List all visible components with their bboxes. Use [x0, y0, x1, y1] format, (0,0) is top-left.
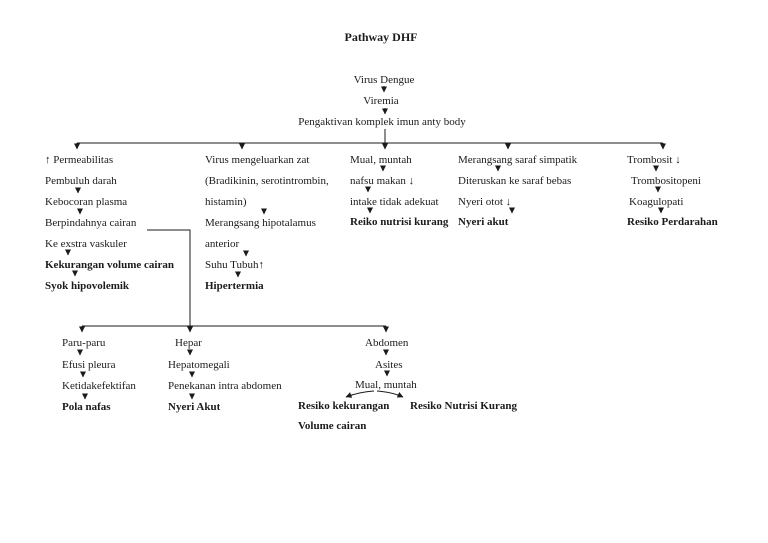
node-nyeri-otot: Nyeri otot ↓: [458, 196, 512, 208]
node-nyeri-akut-2: Nyeri Akut: [168, 401, 221, 413]
node-histamin: histamin): [205, 196, 247, 208]
node-merangsang-saraf-simpatik: Merangsang saraf simpatik: [458, 154, 578, 166]
node-mual-muntah-2: Mual, muntah: [355, 379, 417, 391]
col1-arrow-icons: [65, 187, 83, 277]
diverge-arrow-icons: [345, 390, 404, 398]
node-kebocoran-plasma: Kebocoran plasma: [45, 196, 128, 208]
diagram-title: Pathway DHF: [344, 30, 418, 44]
node-hepatomegali: Hepatomegali: [168, 359, 230, 371]
node-abdomen: Abdomen: [365, 337, 409, 349]
lower-colC-arrow-icons: [383, 349, 390, 377]
node-ke-exstra-vaskuler: Ke exstra vaskuler: [45, 238, 127, 250]
trunk-arrow-icons: [381, 86, 388, 143]
node-mual-muntah: Mual, muntah: [350, 154, 412, 166]
node-virus-mengeluarkan-zat: Virus mengeluarkan zat: [205, 154, 310, 166]
node-suhu-tubuh: Suhu Tubuh↑: [205, 259, 265, 271]
node-hipertermia: Hipertermia: [205, 280, 264, 292]
node-kekurangan-volume-cairan: Kekurangan volume cairan: [45, 259, 174, 271]
node-trombosit: Trombosit ↓: [627, 154, 681, 166]
node-asites: Asites: [375, 359, 403, 371]
node-trombositopeni: Trombositopeni: [631, 175, 701, 187]
node-ketidakefektifan: Ketidakefektifan: [62, 380, 136, 392]
node-resiko-kekurangan-volume-line2: Volume cairan: [298, 420, 367, 432]
node-bradikinin-serotintrombin: (Bradikinin, serotintrombin,: [205, 175, 329, 187]
node-diteruskan-ke-saraf-bebas: Diteruskan ke saraf bebas: [458, 175, 572, 187]
upper-branch-line: [74, 142, 666, 150]
node-nafsu-makan: nafsu makan ↓: [350, 175, 415, 187]
node-intake-tidak-adekuat: intake tidak adekuat: [350, 196, 439, 208]
col4-arrow-icons: [495, 165, 515, 214]
node-permeabilitas: ↑ Permeabilitas: [45, 154, 114, 166]
node-virus-dengue: Virus Dengue: [353, 74, 415, 86]
node-pembuluh-darah: Pembuluh darah: [45, 175, 117, 187]
node-penekanan-intra-abdomen: Penekanan intra abdomen: [168, 380, 282, 392]
col3-arrow-icons: [365, 165, 386, 214]
node-paru-paru: Paru-paru: [62, 337, 106, 349]
col2-arrow-icons: [235, 208, 267, 278]
node-syok-hipovolemik: Syok hipovolemik: [45, 280, 130, 292]
lower-colA-arrow-icons: [77, 349, 88, 400]
node-pola-nafas: Pola nafas: [62, 401, 111, 413]
node-anterior: anterior: [205, 238, 240, 250]
col5-arrow-icons: [653, 165, 664, 214]
node-viremia: Viremia: [363, 95, 399, 107]
node-resiko-kekurangan-volume-line1: Resiko kekurangan: [298, 400, 390, 412]
node-berpindahnya-cairan: Berpindahnya cairan: [45, 217, 137, 229]
node-resiko-perdarahan: Resiko Perdarahan: [627, 216, 718, 228]
node-hepar: Hepar: [175, 337, 202, 349]
node-pengaktivan-komplek: Pengaktivan komplek imun anty body: [298, 116, 466, 128]
node-koagulopati: Koagulopati: [629, 196, 684, 208]
node-merangsang-hipotalamus: Merangsang hipotalamus: [205, 217, 316, 229]
node-resiko-nutrisi-kurang: Reiko nutrisi kurang: [350, 216, 449, 228]
lower-connector-line: [79, 229, 389, 333]
node-resiko-nutrisi-kurang-2: Resiko Nutrisi Kurang: [410, 400, 517, 412]
lower-colB-arrow-icons: [187, 349, 195, 400]
node-efusi-pleura: Efusi pleura: [62, 359, 116, 371]
node-nyeri-akut: Nyeri akut: [458, 216, 509, 228]
